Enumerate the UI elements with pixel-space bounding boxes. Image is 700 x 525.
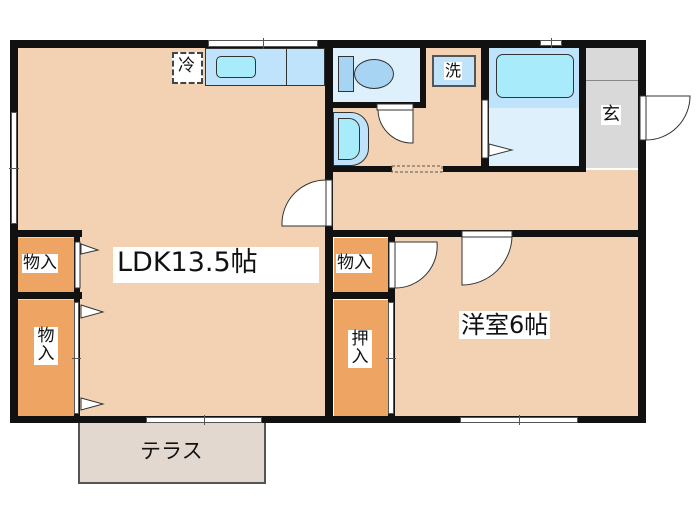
washer-label: 洗 xyxy=(444,61,463,80)
wall-wet-south xyxy=(325,166,392,172)
ldk-closet-tall-label: 物入 xyxy=(34,327,58,365)
bathtub-basin xyxy=(496,54,574,98)
window-ldk-west xyxy=(9,112,19,224)
entrance-step-line xyxy=(585,80,641,81)
stove-divider xyxy=(286,48,287,86)
wall-bath-east xyxy=(579,40,586,172)
sliding-door-oshiire[interactable] xyxy=(386,302,396,414)
oshiire-label: 押入 xyxy=(348,330,372,368)
window-ldk-south[interactable] xyxy=(146,415,262,425)
oshiire-label-text: 押入 xyxy=(351,329,369,367)
sliding-door-ldk-closet[interactable] xyxy=(72,302,81,414)
window-bath xyxy=(540,38,562,48)
door-ldk-closet-small[interactable] xyxy=(74,241,100,289)
refrigerator-label: 冷 xyxy=(178,56,195,76)
ldk-closet-tall-label-text: 物入 xyxy=(37,326,55,364)
toilet-bowl xyxy=(354,59,394,89)
window-kitchen xyxy=(208,38,318,49)
door-ldk[interactable] xyxy=(281,179,333,227)
refrigerator-space xyxy=(172,52,203,84)
entrance-label: 玄 xyxy=(601,104,621,125)
kitchen-sink xyxy=(216,56,256,78)
door-ldk-closet-tall-upper xyxy=(80,304,105,319)
wall-ldk-closet-divider xyxy=(10,292,82,299)
door-entrance[interactable] xyxy=(639,95,691,141)
door-bath[interactable] xyxy=(481,99,514,159)
toilet-tank xyxy=(338,56,354,92)
door-western-room[interactable] xyxy=(461,230,513,286)
ldk-closet-small-label: 物入 xyxy=(22,253,58,273)
hallway-floor xyxy=(330,170,642,232)
door-ldk-closet-tall-lower xyxy=(80,397,105,411)
wall-ldk-closet-north xyxy=(10,230,82,237)
ldk-label: LDK13.5帖 xyxy=(113,247,319,283)
door-toilet[interactable] xyxy=(376,103,414,144)
western-room-label: 洋室6帖 xyxy=(459,311,551,339)
window-room-south[interactable] xyxy=(460,415,578,425)
hall-closet-label: 物入 xyxy=(336,253,372,273)
wash-basin-bowl xyxy=(338,118,360,160)
washroom-opening xyxy=(391,165,443,173)
wall-wet-south-2 xyxy=(443,166,586,172)
terrace xyxy=(78,420,266,484)
wall-toilet-south xyxy=(325,102,425,108)
wall-closet-divider-right xyxy=(325,292,395,299)
wall-toilet-east xyxy=(420,40,426,108)
door-hall-closet[interactable] xyxy=(388,241,438,289)
terrace-label: テラス xyxy=(140,439,203,463)
